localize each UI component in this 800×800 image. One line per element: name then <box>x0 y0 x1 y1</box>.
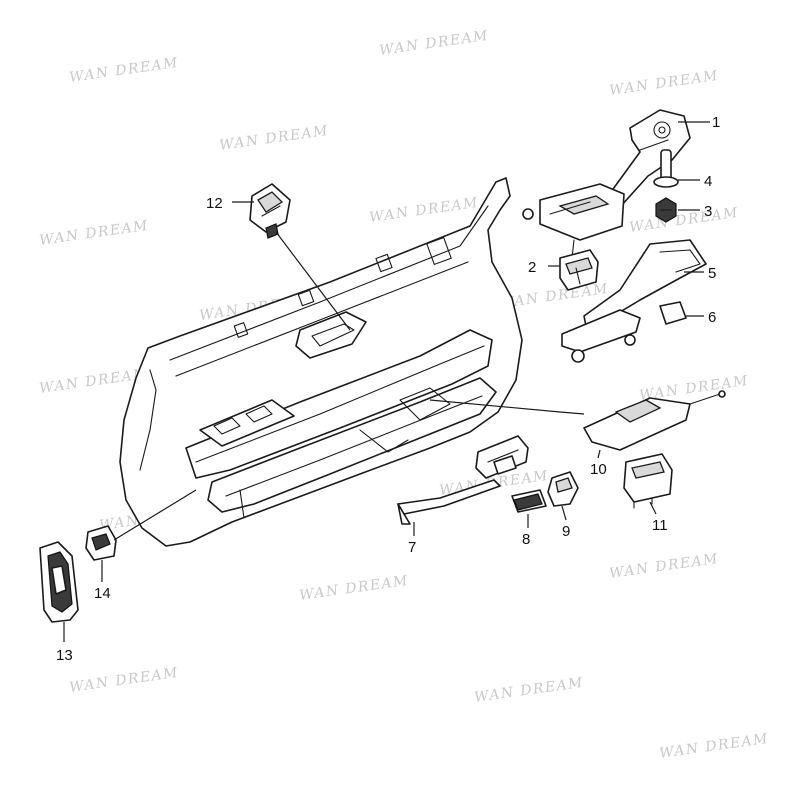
door-trim-panel <box>119 177 523 547</box>
part-13-handle-bezel <box>39 541 79 623</box>
watermark: WAN DREAM <box>38 218 150 249</box>
callout-4: 4 <box>704 173 712 190</box>
handle-recess <box>295 311 367 359</box>
switch-housing-top <box>522 183 625 259</box>
part-8-switch <box>511 489 547 513</box>
part-9-switch <box>547 471 579 507</box>
part-6-cap <box>659 301 687 325</box>
map-pocket <box>207 377 497 513</box>
part-2-window-switch <box>559 249 599 291</box>
callout-1: 1 <box>712 114 720 131</box>
callout-labels: 1 2 3 4 5 6 7 8 9 10 11 12 13 14 <box>56 114 720 664</box>
watermark: WAN DREAM <box>218 123 330 154</box>
part-7-pull-strip <box>397 479 501 525</box>
callout-12: 12 <box>206 195 223 212</box>
watermark: WAN DREAM <box>368 195 480 226</box>
callout-8: 8 <box>522 531 530 548</box>
part-3-clip-nut <box>655 197 677 223</box>
watermark: WAN DREAM <box>608 551 720 582</box>
callout-7: 7 <box>408 539 416 556</box>
watermark: WAN DREAM <box>608 68 720 99</box>
watermark: WAN DREAM <box>68 55 180 86</box>
callout-11: 11 <box>652 517 668 534</box>
leader-lines <box>63 121 710 642</box>
watermark: WAN DREAM <box>658 731 770 762</box>
watermark: WAN DREAM <box>68 665 180 696</box>
callout-2: 2 <box>528 259 536 276</box>
callout-3: 3 <box>704 203 712 220</box>
part-12-switch <box>249 183 291 239</box>
part-5-switch-trim <box>561 239 707 363</box>
callout-14: 14 <box>94 585 111 602</box>
part-11-switch-module <box>623 453 673 509</box>
watermark: WAN DREAM <box>298 573 410 604</box>
armrest <box>185 329 493 479</box>
callout-10: 10 <box>590 461 607 478</box>
watermark: WAN DREAM <box>498 281 610 312</box>
watermark: WAN DREAM <box>473 675 585 706</box>
trim-strip <box>475 435 529 479</box>
callout-13: 13 <box>56 647 73 664</box>
part-1-handle-bracket <box>599 109 691 217</box>
callout-5: 5 <box>708 265 716 282</box>
callout-9: 9 <box>562 523 570 540</box>
part-10-switch-bezel <box>583 390 726 451</box>
watermark: WAN DREAM <box>378 28 490 59</box>
part-4-screw <box>653 149 679 188</box>
callout-6: 6 <box>708 309 716 326</box>
part-14-lock-button <box>85 525 117 561</box>
